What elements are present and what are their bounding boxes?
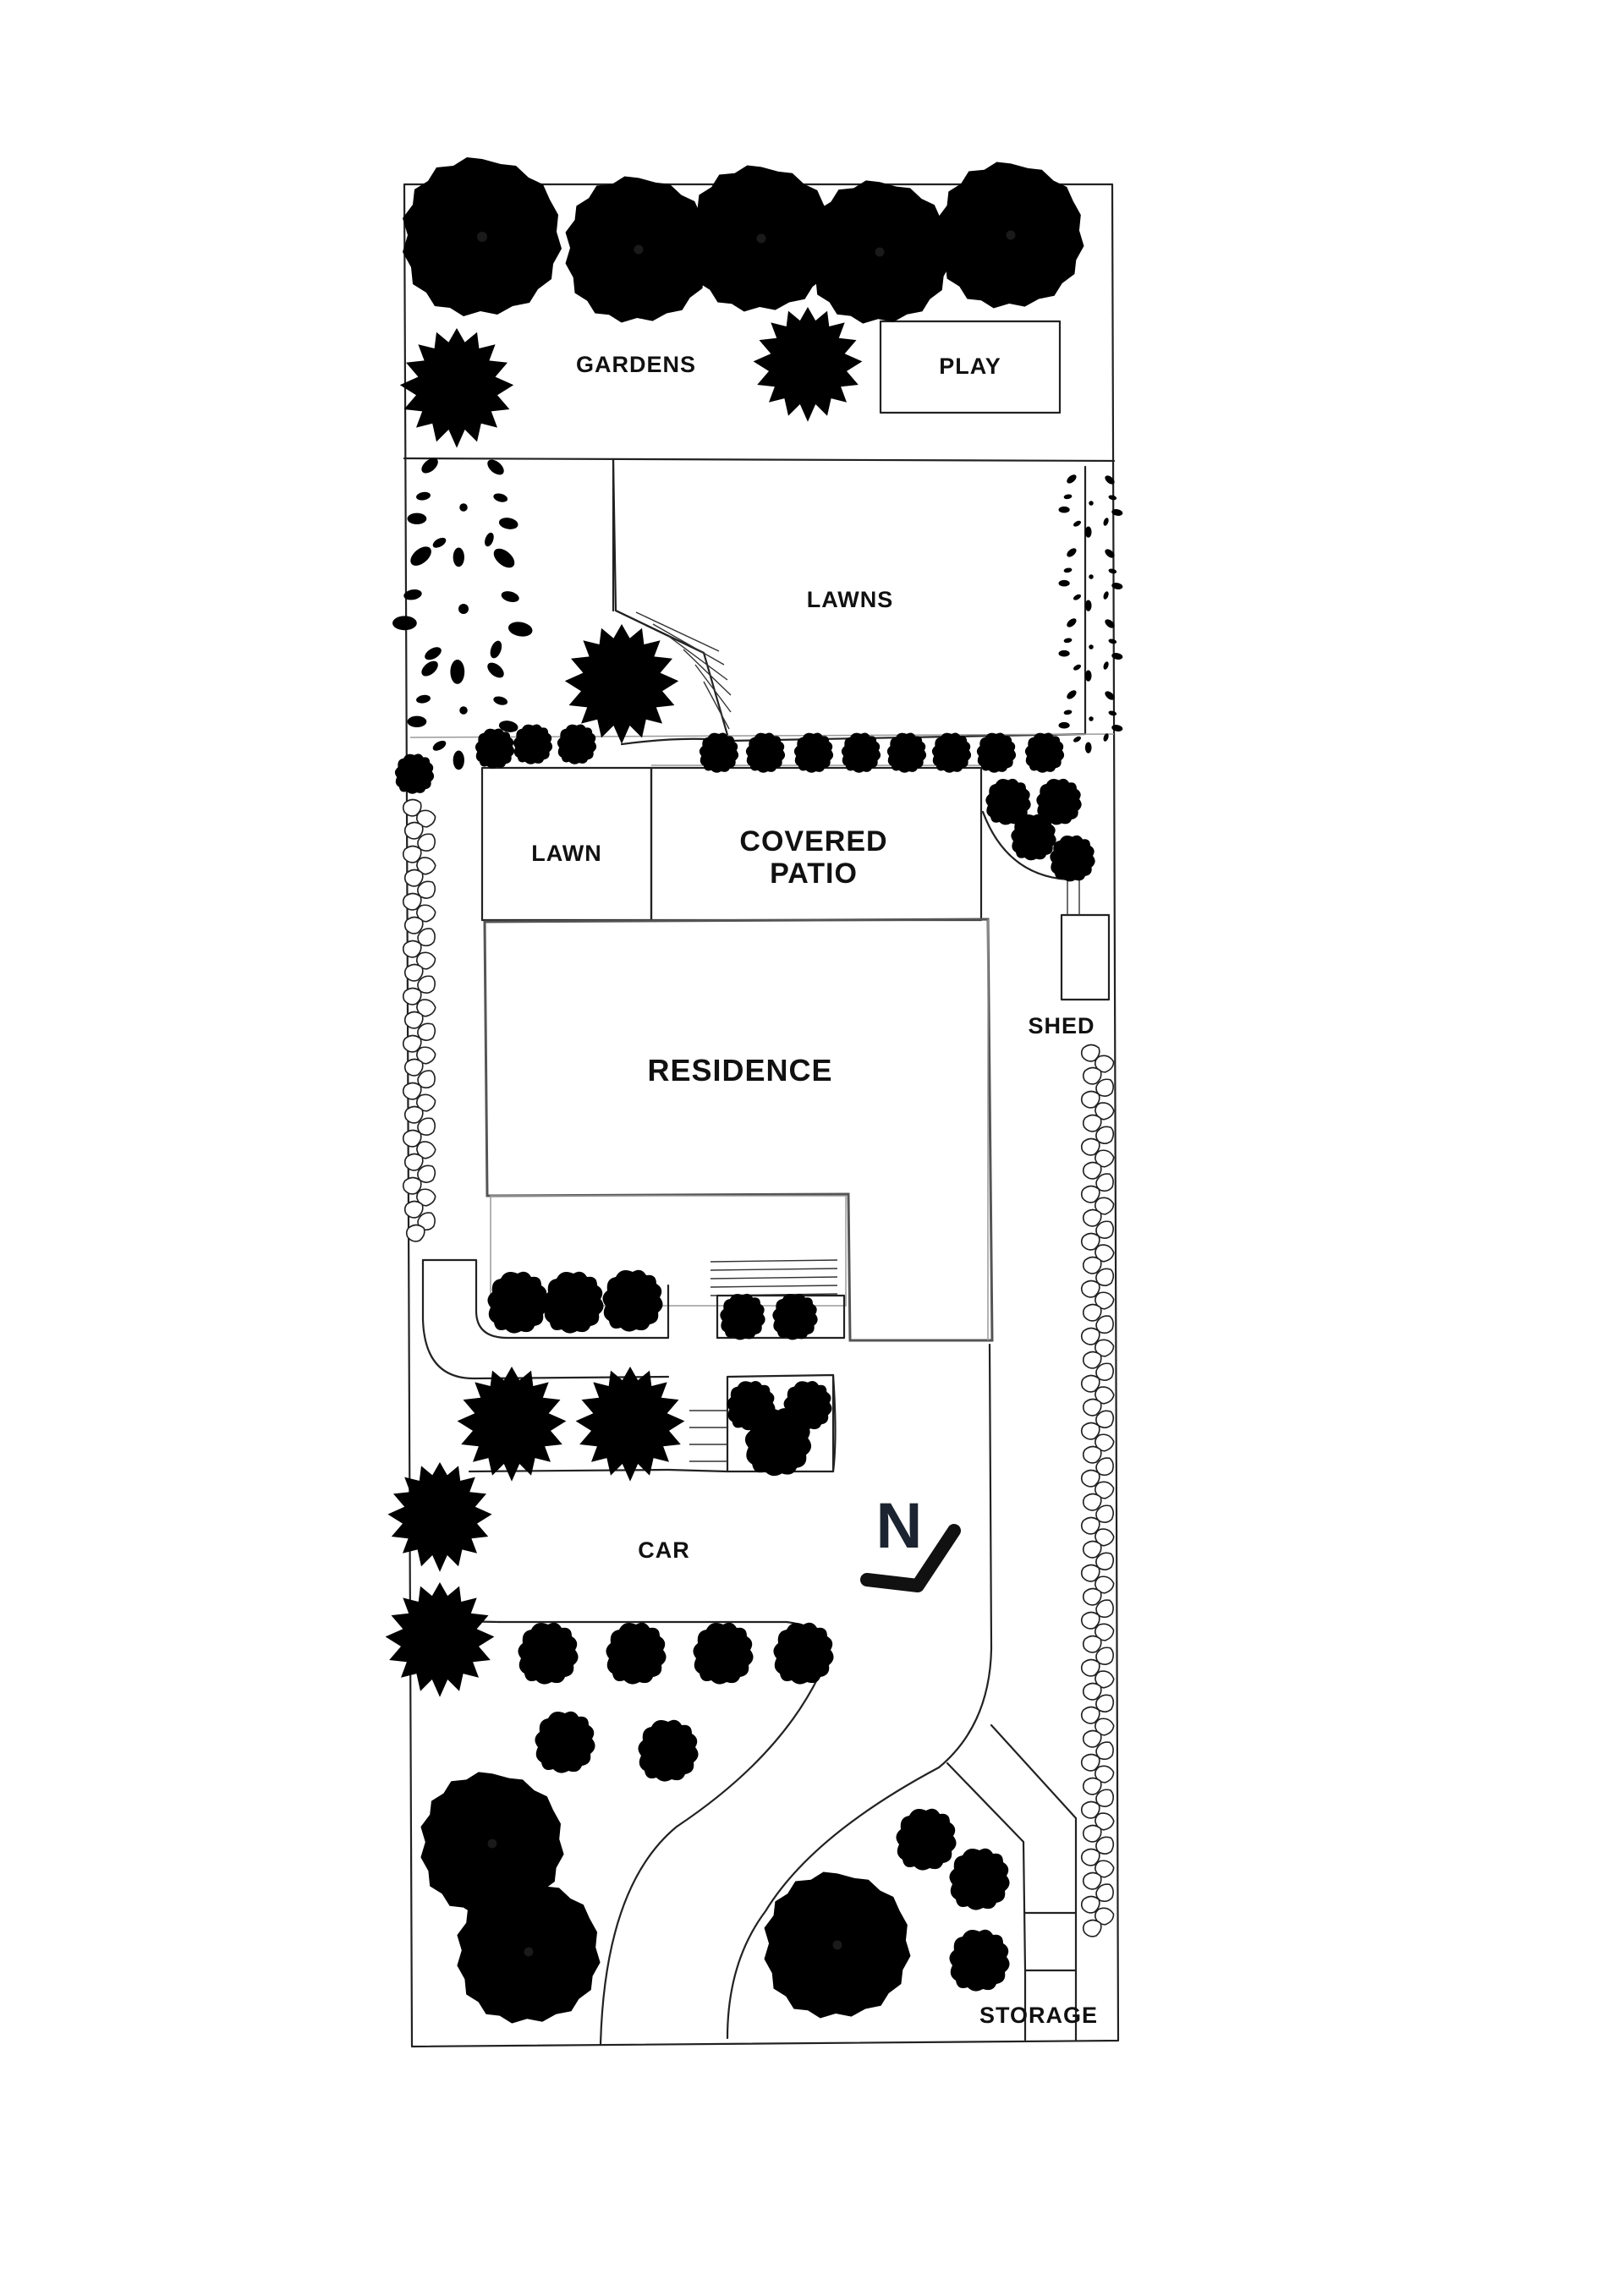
shed: [981, 810, 1111, 1001]
bush-icon: [772, 1293, 818, 1340]
bush-icon: [896, 1808, 957, 1871]
bush-icon: [602, 1269, 663, 1332]
bush-icon: [949, 1929, 1010, 1992]
bush-icon: [699, 732, 739, 773]
right-hedge: [1080, 1044, 1118, 1937]
bush-icon: [931, 732, 972, 773]
shrub-icon: [457, 1367, 567, 1482]
label-gardens: GARDENS: [576, 352, 696, 377]
label-covered-patio-line1: COVERED: [739, 825, 887, 858]
gardens-divider: [403, 457, 1116, 463]
bush-icon: [638, 1719, 699, 1782]
bush-icon: [949, 1848, 1010, 1910]
bush-icon: [394, 753, 435, 794]
label-residence: RESIDENCE: [647, 1053, 832, 1088]
top-tree-row: [403, 157, 1084, 324]
ornamental-tree-group: [392, 455, 1123, 770]
bush-icon: [693, 1622, 754, 1685]
bush-icon: [518, 1622, 579, 1685]
bush-icon: [535, 1711, 595, 1773]
bush-icon: [557, 724, 597, 764]
ornamental-tree-icon: [392, 542, 534, 684]
bush-icon: [976, 732, 1017, 773]
front-planter: [421, 1258, 670, 1340]
bush-icon: [475, 728, 515, 769]
shrub-icon: [753, 307, 863, 422]
north-arrow: N: [860, 1490, 961, 1592]
north-arrow-icon: [860, 1524, 961, 1592]
bush-icon: [841, 732, 881, 773]
bush-icon: [720, 1293, 765, 1340]
shrub-icon: [385, 1582, 495, 1697]
bush-icon: [886, 732, 927, 773]
label-shed: SHED: [1028, 1013, 1095, 1038]
label-play: PLAY: [939, 353, 1001, 379]
bush-icon: [513, 724, 553, 764]
bush-icon: [606, 1622, 667, 1685]
large-tree-icon: [808, 180, 952, 324]
shrub-icon: [399, 328, 514, 448]
bush-icon: [543, 1271, 604, 1334]
bush-icon: [773, 1622, 834, 1685]
bush-icon: [1024, 732, 1065, 773]
shrub-icon: [575, 1367, 685, 1482]
label-storage: STORAGE: [979, 2003, 1098, 2028]
shrub-icon: [387, 1462, 492, 1572]
large-tree-icon: [403, 157, 562, 316]
bush-icon: [1050, 835, 1095, 882]
bush-icon: [744, 1408, 812, 1477]
label-lawn: LAWN: [531, 841, 601, 866]
site-boundary: [403, 183, 1120, 2048]
bush-icon: [793, 732, 834, 773]
label-car: CAR: [638, 1537, 690, 1563]
play-area: [879, 320, 1062, 414]
bottom-trees: [420, 1772, 911, 2024]
entry-porch: [490, 1195, 847, 1340]
bush-icon: [745, 732, 786, 773]
bush-icon: [487, 1271, 548, 1334]
label-lawns: LAWNS: [807, 587, 894, 612]
storage-path: [946, 1723, 1078, 1972]
bush-icon: [1011, 814, 1056, 861]
large-tree-icon: [764, 1871, 911, 2019]
driveway-right-edge: [726, 1343, 993, 2040]
label-covered-patio-line2: PATIO: [770, 858, 858, 890]
shrub-group: [385, 307, 863, 1697]
north-arrow-letter: N: [876, 1490, 923, 1562]
